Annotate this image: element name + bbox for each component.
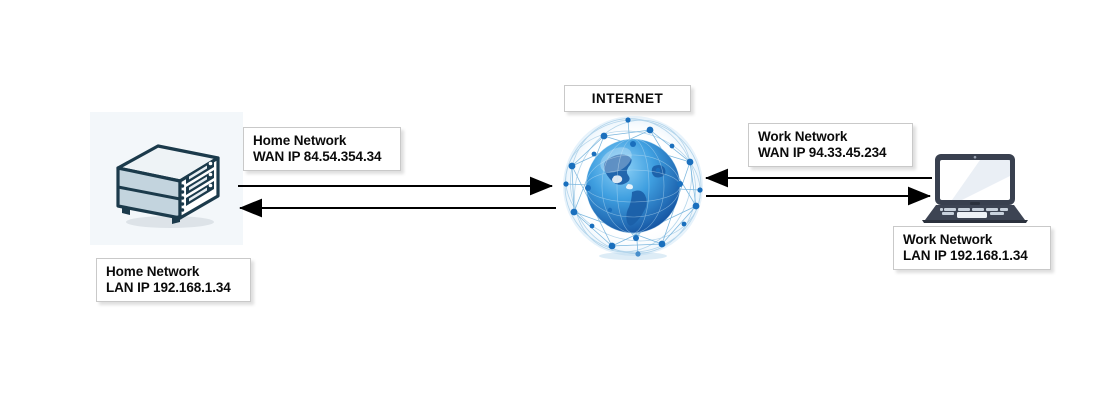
work-lan-callout: Work Network LAN IP 192.168.1.34 [893, 226, 1051, 270]
home-wan-callout-line2: WAN IP 84.54.354.34 [253, 148, 382, 164]
laptop-icon [922, 152, 1028, 224]
work-lan-callout-line1: Work Network [903, 232, 993, 247]
internet-label-chip: INTERNET [564, 85, 691, 112]
work-wan-callout-line2: WAN IP 94.33.45.234 [758, 144, 887, 160]
work-wan-callout: Work Network WAN IP 94.33.45.234 [748, 123, 913, 167]
internet-label-text: INTERNET [591, 91, 664, 106]
work-lan-callout-line2: LAN IP 192.168.1.34 [903, 247, 1028, 263]
nas-server-icon [106, 140, 228, 230]
home-wan-callout-line1: Home Network [253, 133, 347, 148]
home-lan-callout-line1: Home Network [106, 264, 200, 279]
work-wan-callout-line1: Work Network [758, 129, 848, 144]
home-wan-callout: Home Network WAN IP 84.54.354.34 [243, 127, 401, 171]
network-globe-icon [558, 114, 708, 262]
home-lan-callout-line2: LAN IP 192.168.1.34 [106, 279, 231, 295]
home-lan-callout: Home Network LAN IP 192.168.1.34 [96, 258, 251, 302]
